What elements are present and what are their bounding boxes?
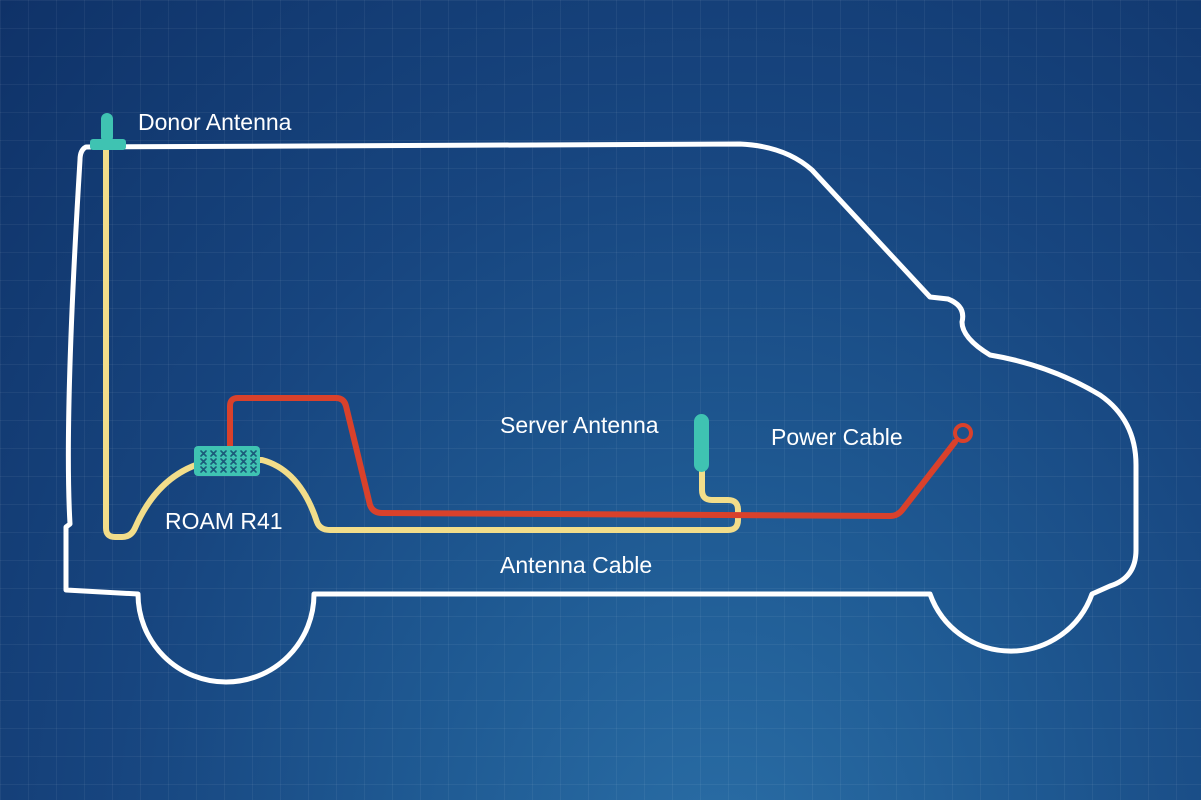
- power-cable-end: [953, 423, 973, 443]
- antenna-cable: [103, 147, 741, 540]
- antenna-cable-label: Antenna Cable: [500, 552, 653, 578]
- booster-label: ROAM R41: [165, 508, 283, 534]
- server-antenna-icon: [694, 414, 709, 472]
- power-cable-label: Power Cable: [771, 424, 903, 450]
- donor-antenna-label: Donor Antenna: [138, 109, 292, 135]
- donor-antenna-icon: [90, 113, 126, 150]
- van-body: [63, 141, 1139, 685]
- booster-icon: [194, 446, 260, 476]
- server-antenna-label: Server Antenna: [500, 412, 659, 438]
- power-cable: [227, 395, 958, 519]
